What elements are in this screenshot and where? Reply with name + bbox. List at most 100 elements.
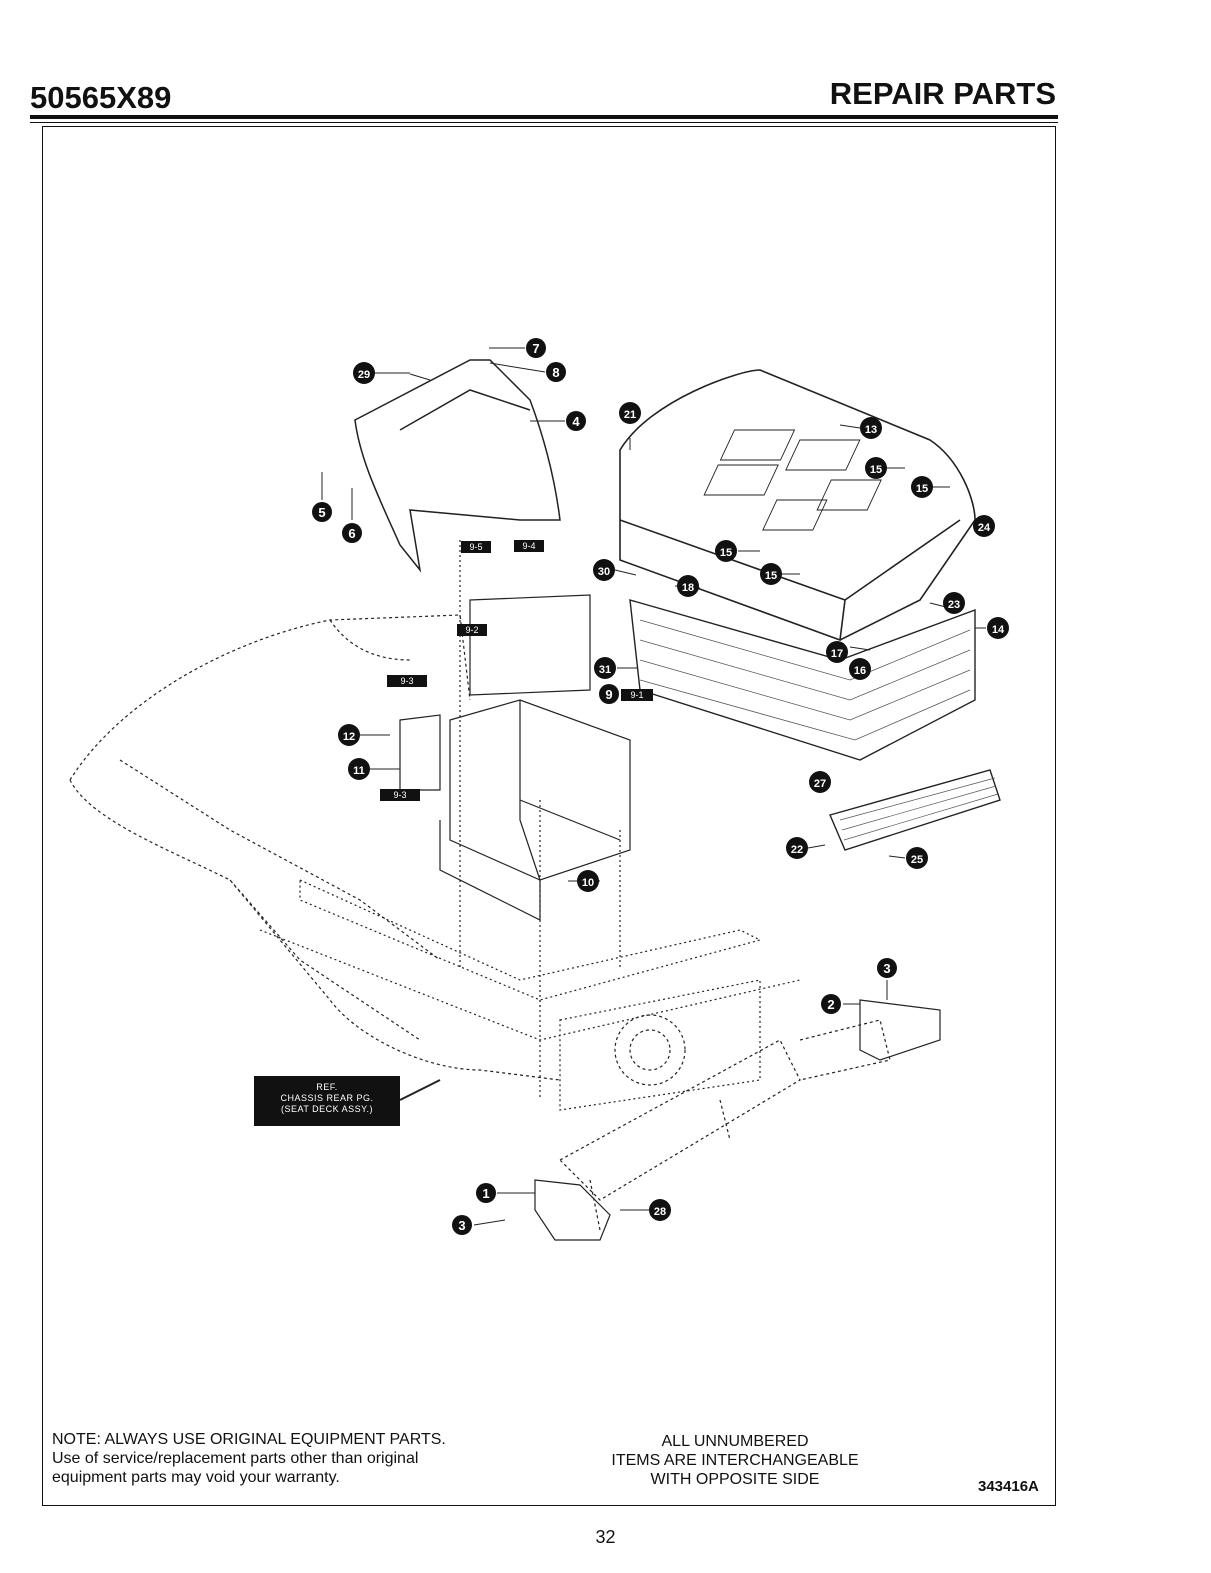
sub-label-9-1: 9-1 — [621, 689, 653, 701]
svg-text:6: 6 — [348, 526, 355, 541]
interchangeable-note: ALL UNNUMBERED ITEMS ARE INTERCHANGEABLE… — [570, 1432, 900, 1489]
ref-line-1: REF. — [316, 1082, 338, 1092]
svg-text:14: 14 — [992, 624, 1005, 636]
original-parts-note: NOTE: ALWAYS USE ORIGINAL EQUIPMENT PART… — [52, 1430, 446, 1487]
callout-25: 25 — [906, 847, 928, 869]
svg-text:28: 28 — [654, 1206, 666, 1218]
svg-text:24: 24 — [978, 522, 991, 534]
callout-7: 7 — [526, 338, 546, 358]
sub-label-9-3b: 9-3 — [380, 789, 420, 801]
leader-lines — [321, 347, 986, 1226]
sub-labels: 9-5 9-4 9-2 9-3 9-1 9-3 — [380, 540, 653, 801]
sub-label-9-5: 9-5 — [461, 541, 491, 553]
svg-text:22: 22 — [791, 844, 803, 856]
interchange-line-2: ITEMS ARE INTERCHANGEABLE — [611, 1452, 859, 1469]
callout-18: 18 — [677, 575, 699, 597]
svg-text:9-5: 9-5 — [469, 542, 482, 552]
callout-15b: 15 — [911, 476, 933, 498]
svg-text:1: 1 — [482, 1186, 489, 1201]
svg-text:5: 5 — [318, 505, 325, 520]
svg-text:12: 12 — [343, 731, 355, 743]
callout-14: 14 — [987, 617, 1009, 639]
svg-text:15: 15 — [765, 570, 777, 582]
hood-cover-part — [619, 369, 976, 642]
svg-text:23: 23 — [948, 599, 960, 611]
svg-text:11: 11 — [353, 765, 365, 777]
callout-17: 17 — [826, 641, 848, 663]
callout-27: 27 — [809, 771, 831, 793]
svg-text:25: 25 — [911, 854, 923, 866]
header-rule-thick — [30, 115, 1058, 119]
seat-deck-outline — [69, 614, 561, 1081]
callout-10: 10 — [577, 870, 599, 892]
callout-22: 22 — [786, 837, 808, 859]
callout-16: 16 — [849, 658, 871, 680]
svg-text:3: 3 — [883, 961, 890, 976]
svg-text:9-3: 9-3 — [393, 790, 406, 800]
svg-text:31: 31 — [599, 664, 611, 676]
mount-plate-front — [534, 1179, 611, 1241]
callout-12: 12 — [338, 724, 360, 746]
ref-line-2: CHASSIS REAR PG. — [280, 1093, 374, 1103]
callout-8: 8 — [546, 362, 566, 382]
drawing-code: 343416A — [978, 1478, 1039, 1495]
svg-text:9-1: 9-1 — [630, 690, 643, 700]
callout-15c: 15 — [715, 540, 737, 562]
model-number: 50565X89 — [30, 80, 172, 115]
svg-text:16: 16 — [854, 665, 866, 677]
callout-5: 5 — [312, 502, 332, 522]
svg-text:13: 13 — [865, 424, 877, 436]
svg-text:7: 7 — [532, 341, 539, 356]
callout-15d: 15 — [760, 563, 782, 585]
svg-text:29: 29 — [358, 369, 370, 381]
ref-line-3: (SEAT DECK ASSY.) — [280, 1104, 374, 1114]
exploded-parts-diagram: 7 8 29 4 5 6 21 13 15 15 15 15 24 30 18 … — [69, 338, 1009, 1241]
callout-31: 31 — [594, 657, 616, 679]
battery-bracket-part — [399, 594, 631, 921]
interchange-line-3: WITH OPPOSITE SIDE — [650, 1471, 820, 1488]
svg-text:9: 9 — [605, 687, 612, 702]
hood-vents — [703, 429, 882, 531]
callout-6: 6 — [342, 523, 362, 543]
chassis-frame-outline — [259, 879, 801, 1111]
chassis-reference-box: REF. CHASSIS REAR PG. (SEAT DECK ASSY.) — [254, 1076, 400, 1126]
callout-13: 13 — [860, 417, 882, 439]
diagram-frame — [42, 126, 1056, 1506]
callout-24: 24 — [973, 515, 995, 537]
note-line-1: NOTE: ALWAYS USE ORIGINAL EQUIPMENT PART… — [52, 1431, 446, 1448]
sub-label-9-4: 9-4 — [514, 540, 544, 552]
callout-28: 28 — [649, 1199, 671, 1221]
svg-text:9-4: 9-4 — [522, 541, 535, 551]
svg-text:4: 4 — [572, 414, 580, 429]
callout-9: 9 — [599, 684, 619, 704]
svg-text:30: 30 — [598, 566, 610, 578]
svg-text:15: 15 — [720, 547, 732, 559]
callout-15a: 15 — [865, 457, 887, 479]
interchange-line-1: ALL UNNUMBERED — [661, 1433, 809, 1450]
svg-text:9-2: 9-2 — [465, 625, 478, 635]
callout-23: 23 — [943, 592, 965, 614]
callouts: 7 8 29 4 5 6 21 13 15 15 15 15 24 30 18 … — [312, 338, 1009, 1235]
section-title: REPAIR PARTS — [829, 76, 1056, 111]
grass-bag-part — [629, 599, 976, 761]
svg-text:8: 8 — [552, 365, 559, 380]
callout-3b: 3 — [452, 1215, 472, 1235]
svg-text:3: 3 — [458, 1218, 465, 1233]
svg-text:10: 10 — [582, 877, 594, 889]
callout-2: 2 — [821, 994, 841, 1014]
svg-text:18: 18 — [682, 582, 694, 594]
note-line-2: Use of service/replacement parts other t… — [52, 1450, 419, 1467]
callout-29: 29 — [353, 362, 375, 384]
svg-text:15: 15 — [870, 464, 882, 476]
sub-label-9-2: 9-2 — [457, 624, 487, 636]
svg-text:9-3: 9-3 — [400, 676, 413, 686]
callout-1: 1 — [476, 1183, 496, 1203]
callout-4: 4 — [566, 411, 586, 431]
svg-text:21: 21 — [624, 409, 636, 421]
axle-assembly-outline — [559, 1019, 891, 1231]
svg-text:17: 17 — [831, 648, 843, 660]
fender-part — [354, 359, 561, 573]
callout-21: 21 — [619, 402, 641, 424]
callout-30: 30 — [593, 559, 615, 581]
callout-11: 11 — [348, 758, 370, 780]
